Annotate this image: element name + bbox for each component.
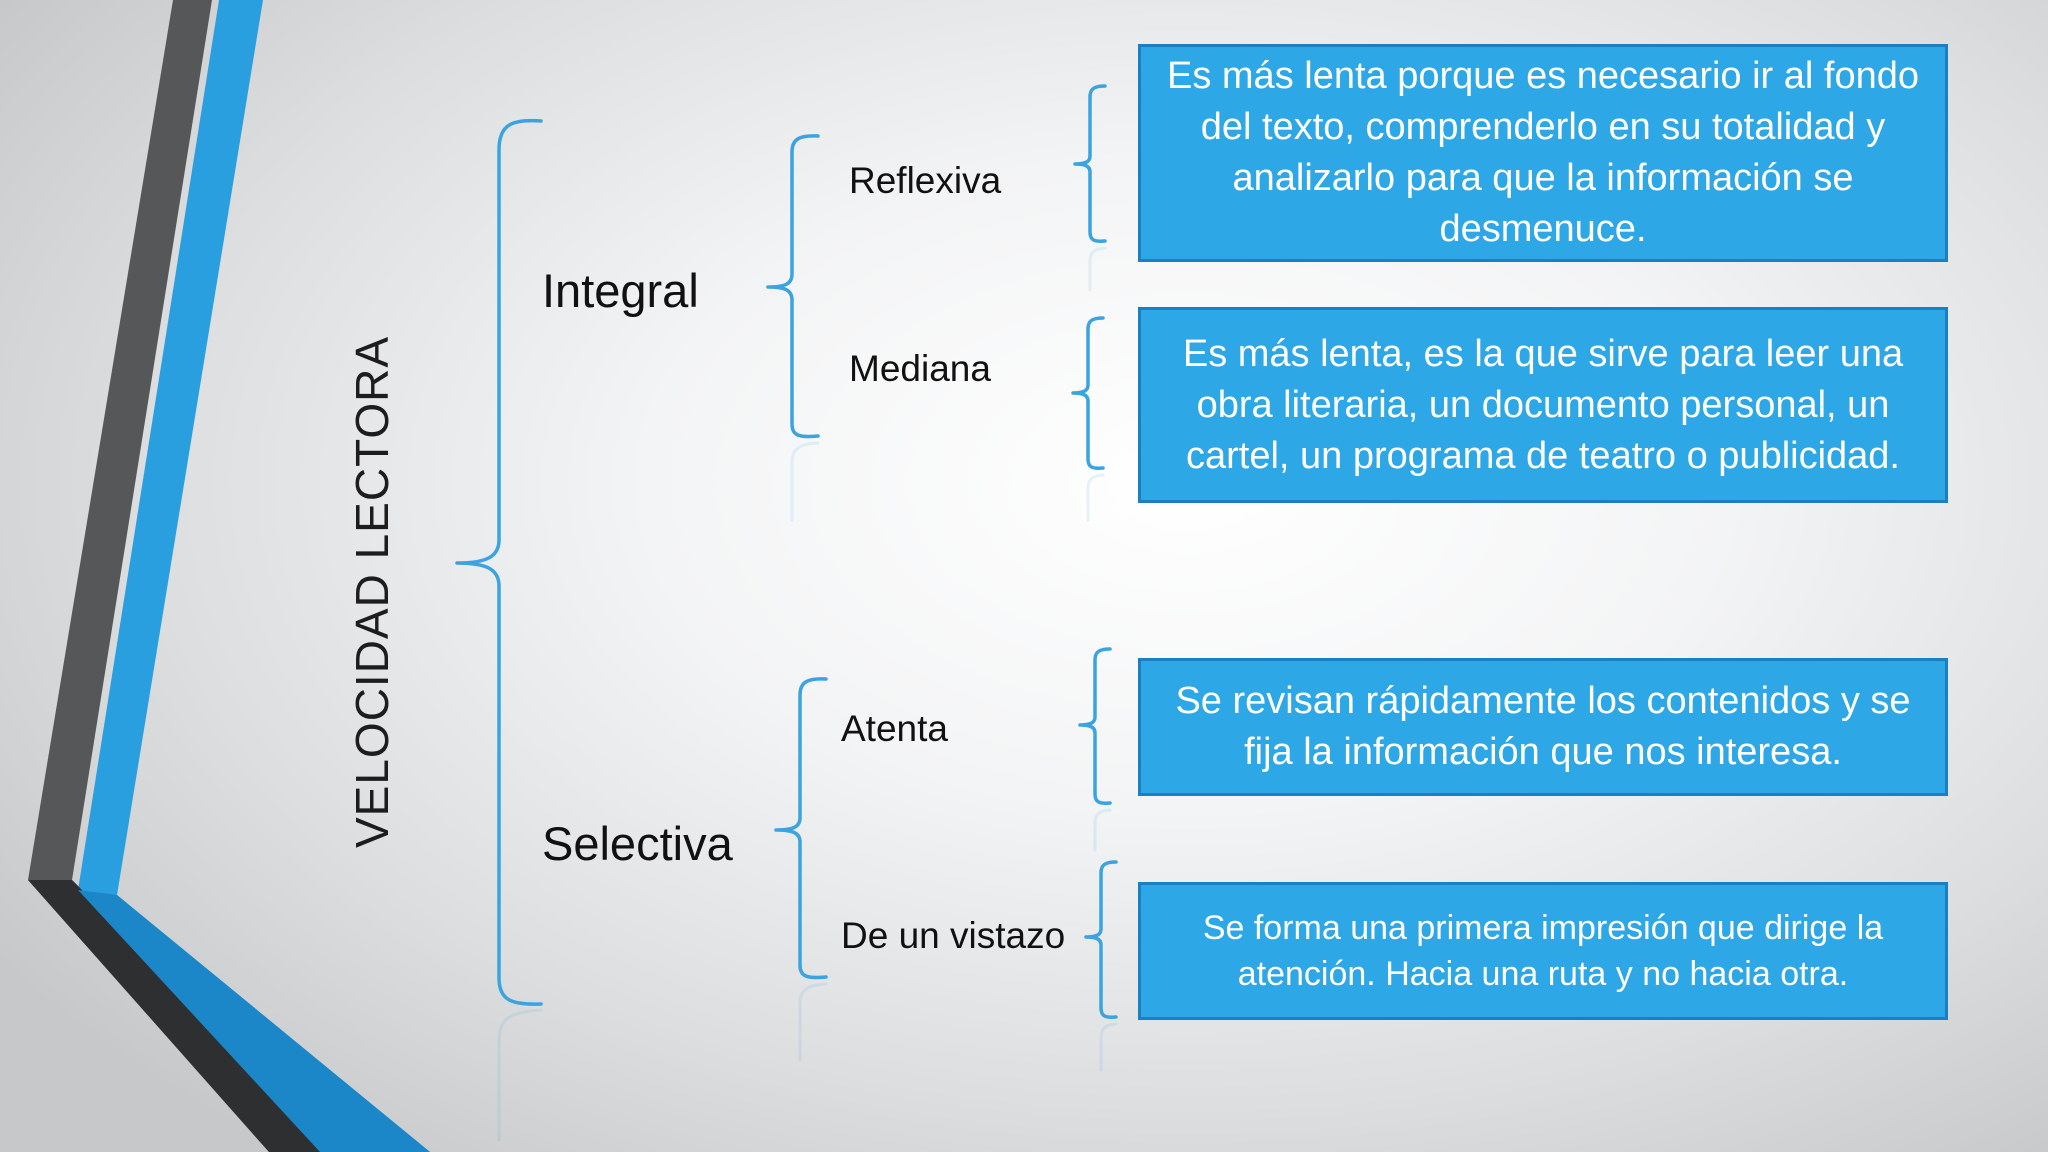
description-box-mediana: Es más lenta, es la que sirve para leer … <box>1138 307 1948 503</box>
description-de-un-vistazo: Se forma una primera impresión que dirig… <box>1202 909 1884 993</box>
integral-bracket <box>766 134 820 439</box>
description-box-atenta: Se revisan rápidamente los contenidos y … <box>1138 658 1948 796</box>
subtype-mediana: Mediana <box>849 348 991 389</box>
category-selectiva: Selectiva <box>542 817 733 870</box>
diagram-title: VELOCIDAD LECTORA <box>346 335 398 849</box>
reflexiva-bracket <box>1073 84 1107 243</box>
mediana-bracket <box>1071 316 1105 470</box>
selectiva-bracket <box>774 677 828 980</box>
subtype-reflexiva: Reflexiva <box>849 160 1002 201</box>
subtype-atenta: Atenta <box>841 708 948 749</box>
atenta-bracket <box>1078 647 1112 805</box>
vistazo-bracket <box>1084 860 1118 1019</box>
dark-stripe <box>28 0 345 1152</box>
blue-stripe-lower <box>78 890 430 1152</box>
description-mediana: Es más lenta, es la que sirve para leer … <box>1182 332 1904 477</box>
subtype-de-un-vistazo: De un vistazo <box>841 915 1066 956</box>
description-atenta: Se revisan rápidamente los contenidos y … <box>1175 680 1911 773</box>
blue-stripe <box>78 0 430 1152</box>
description-box-de-un-vistazo: Se forma una primera impresión que dirig… <box>1138 882 1948 1020</box>
main-bracket <box>455 118 543 1006</box>
category-integral: Integral <box>542 264 699 317</box>
description-box-reflexiva: Es más lenta porque es necesario ir al f… <box>1138 44 1948 262</box>
description-reflexiva: Es más lenta porque es necesario ir al f… <box>1167 55 1919 250</box>
